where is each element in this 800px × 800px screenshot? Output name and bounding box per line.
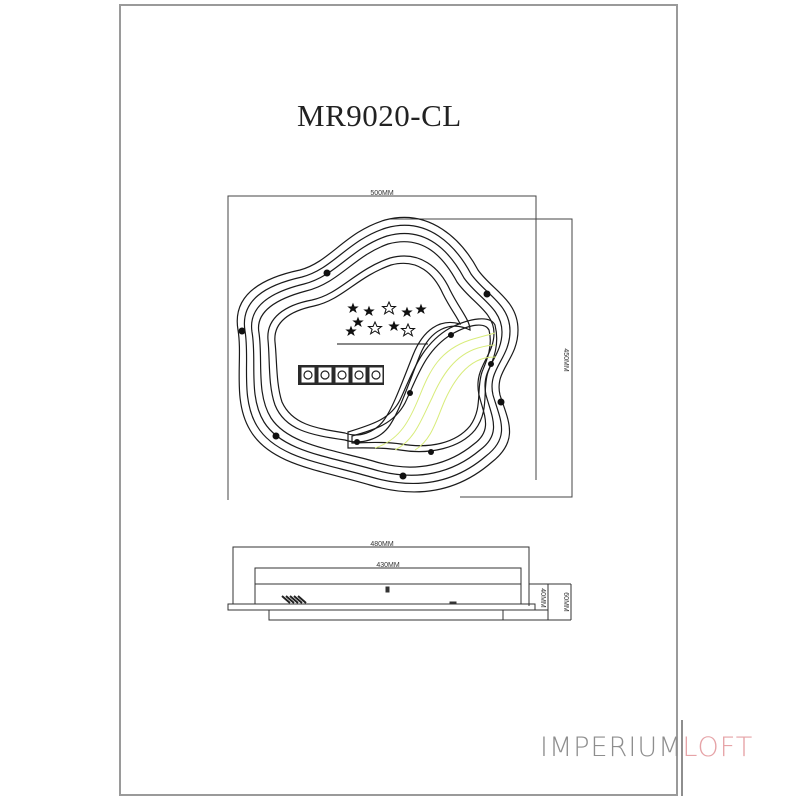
height-dimension-label: 450MM bbox=[562, 348, 569, 372]
top-view-dimensions bbox=[227, 195, 573, 500]
inner-width-label: 430MM bbox=[376, 562, 400, 569]
wave-panel bbox=[347, 318, 498, 453]
side-view bbox=[227, 546, 572, 621]
inner-contour bbox=[267, 255, 471, 443]
watermark-logo: IMPERIUMLOFT bbox=[540, 732, 753, 763]
star-pattern bbox=[345, 300, 427, 337]
outer-contour bbox=[236, 216, 519, 493]
outer-width-label: 480MM bbox=[370, 541, 394, 548]
accent-light-lines bbox=[374, 332, 497, 451]
total-height-label: 60MM bbox=[562, 592, 569, 612]
body-height-label: 40MM bbox=[539, 588, 546, 608]
watermark-part1: IMPERIUM bbox=[540, 732, 683, 763]
model-title: MR9020-CL bbox=[297, 98, 462, 133]
drawing-sheet-frame bbox=[119, 4, 678, 796]
width-dimension-label: 500MM bbox=[370, 190, 394, 197]
side-view-vent-marks bbox=[281, 595, 307, 604]
mounting-points bbox=[238, 269, 505, 480]
watermark-part2: LOFT bbox=[682, 732, 754, 763]
watermark-divider bbox=[681, 720, 683, 796]
led-module bbox=[298, 365, 384, 385]
